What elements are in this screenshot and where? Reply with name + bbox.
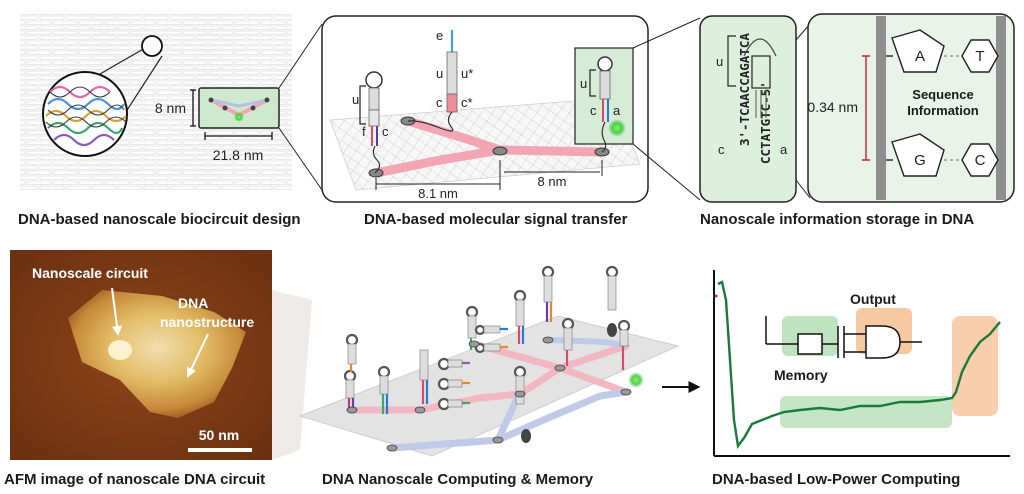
base-T: T [961,39,999,73]
dimension-8-1: 8.1 nm [418,186,458,201]
output-region-box [952,316,998,416]
base-spacing-label: 0.34 nm [807,99,858,115]
strand-left-sequence: 3'-TCAACCAGATCA [737,33,752,146]
caption-signal-transfer: DNA-based molecular signal transfer [364,211,628,228]
blue-track [388,388,630,452]
afm-scale-bar [188,448,252,452]
panel-biocircuit-design: 8 nm 21.8 nm DNA-based nanoscale biocirc… [18,14,323,228]
label-u-seq: u [716,54,723,69]
afm-scale-label: 50 nm [199,427,239,443]
caption-biocircuit-design: DNA-based nanoscale biocircuit design [18,211,301,228]
hairpin-right-boxed [574,47,634,153]
dimension-width: 21.8 nm [213,147,264,163]
backbone-right [996,16,1006,200]
sequence-frame [699,15,797,203]
svg-text:G: G [914,152,926,169]
caption-afm: AFM image of nanoscale DNA circuit [4,471,265,488]
afm-label-circuit: Nanoscale circuit [32,265,148,281]
memory-region-box [780,396,952,428]
panel-low-power: Output Memory DNA-based Low-Power Comput… [712,270,1010,488]
mini-circuit-inset [198,87,280,129]
zoom-origin-circle [141,35,163,57]
caption-information-storage: Nanoscale information storage in DNA [700,211,974,228]
strand-right-sequence: CCTATGTC-5' [758,81,773,164]
panel-information-storage: 3'-TCAACCAGATCA CCTATGTC-5' u c a A T Se… [699,13,1015,228]
label-a-right: a [613,103,621,118]
label-u-left: u [352,92,359,107]
output-label: Output [850,291,896,307]
label-a-seq: a [780,142,788,157]
base-A: A [886,29,945,73]
svg-text:A: A [915,48,925,65]
svg-text:T: T [975,48,984,65]
svg-text:C: C [975,152,986,169]
pink-signal-track [371,145,607,178]
afm-label-nanostructure: nanostructure [160,314,254,330]
sequence-title-2: Information [907,103,979,118]
afm-nanostructure-blob [68,290,246,418]
label-c-right: c [590,103,597,118]
signal-trace [717,280,1001,450]
base-C: C [961,143,999,177]
base-G: G [886,133,945,177]
caption-low-power: DNA-based Low-Power Computing [712,471,960,488]
and-gate-icon [865,325,901,359]
label-f: f [362,124,366,139]
panel-computing-memory: DNA Nanoscale Computing & Memory [298,265,680,488]
label-c-mid: c [436,95,443,110]
caption-computing-memory: DNA Nanoscale Computing & Memory [322,471,594,488]
memory-label: Memory [774,367,828,383]
panel-afm-image: Nanoscale circuit DNA nanostructure 50 n… [4,250,312,488]
logic-schematic [765,308,922,359]
label-c-star: c* [461,95,473,110]
dimension-8: 8 nm [538,174,567,189]
afm-label-dna: DNA [178,295,208,311]
panel-signal-transfer: u f c e u u* c c* u c a 8.1 nm [321,15,701,228]
strand-columns [343,265,644,443]
label-c-seq: c [718,142,725,157]
label-e: e [436,28,443,43]
sequence-title-1: Sequence [912,87,973,102]
label-u-right: u [580,76,587,91]
dimension-height: 8 nm [155,100,186,116]
magnified-helix-circle [42,71,128,157]
base-pair-frame [807,13,1015,203]
hairpin-left [365,71,383,174]
label-u-mid: u [436,66,443,81]
label-u-star: u* [461,66,473,81]
strand-middle [407,30,458,132]
backbone-left [876,16,886,200]
label-c-left: c [382,124,389,139]
